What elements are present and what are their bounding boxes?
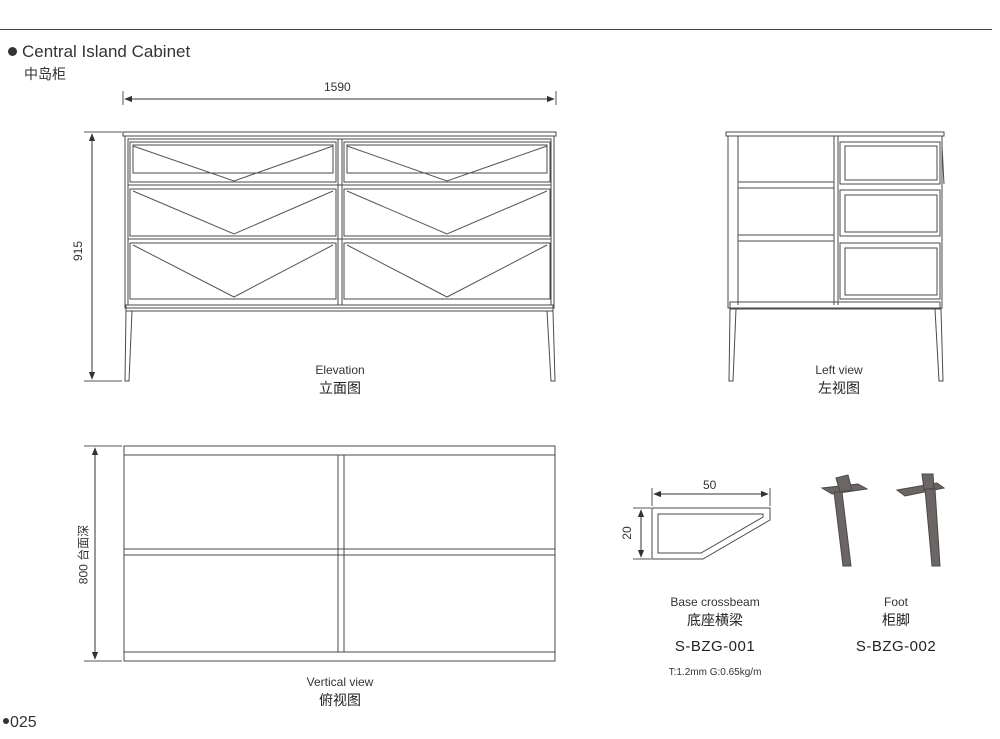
crossbeam-spec: T:1.2mm G:0.65kg/m [668, 667, 762, 678]
top-rule [0, 29, 992, 30]
crossbeam-label-cn: 底座横梁 [687, 613, 743, 629]
page-number: 025 [3, 714, 37, 732]
elevation-label-cn: 立面图 [319, 381, 361, 397]
base-crossbeam-drawing [633, 488, 771, 560]
elevation-width-dim: 1590 [324, 80, 351, 94]
elevation-height-dim: 915 [71, 240, 85, 262]
foot-code: S-BZG-002 [855, 638, 937, 655]
elevation-drawing [84, 91, 557, 382]
vertical-view-drawing [84, 445, 556, 662]
left-view-label-en: Left view [815, 363, 863, 377]
left-view-drawing [725, 131, 945, 382]
page-title: Central Island Cabinet [8, 42, 190, 62]
vertical-depth-dim: 800 台面深 [76, 524, 91, 585]
elevation-label-en: Elevation [315, 363, 365, 377]
title-cn: 中岛柜 [24, 67, 66, 83]
crossbeam-code: S-BZG-001 [674, 638, 756, 655]
crossbeam-label-en: Base crossbeam [670, 595, 760, 609]
vertical-view-label-en: Vertical view [306, 675, 374, 689]
page-number-text: 025 [10, 714, 37, 731]
foot-label-cn: 柜脚 [882, 613, 910, 629]
bullet-icon [3, 718, 9, 724]
vertical-view-label-cn: 俯视图 [319, 693, 361, 709]
title-block: Central Island Cabinet 中岛柜 [8, 42, 190, 84]
crossbeam-width-dim: 50 [703, 478, 717, 492]
foot-label-en: Foot [883, 595, 908, 609]
bullet-icon [8, 47, 17, 56]
foot-drawing [820, 473, 946, 567]
crossbeam-height-dim: 20 [620, 526, 634, 540]
left-view-label-cn: 左视图 [818, 381, 860, 397]
title-en: Central Island Cabinet [22, 42, 191, 61]
